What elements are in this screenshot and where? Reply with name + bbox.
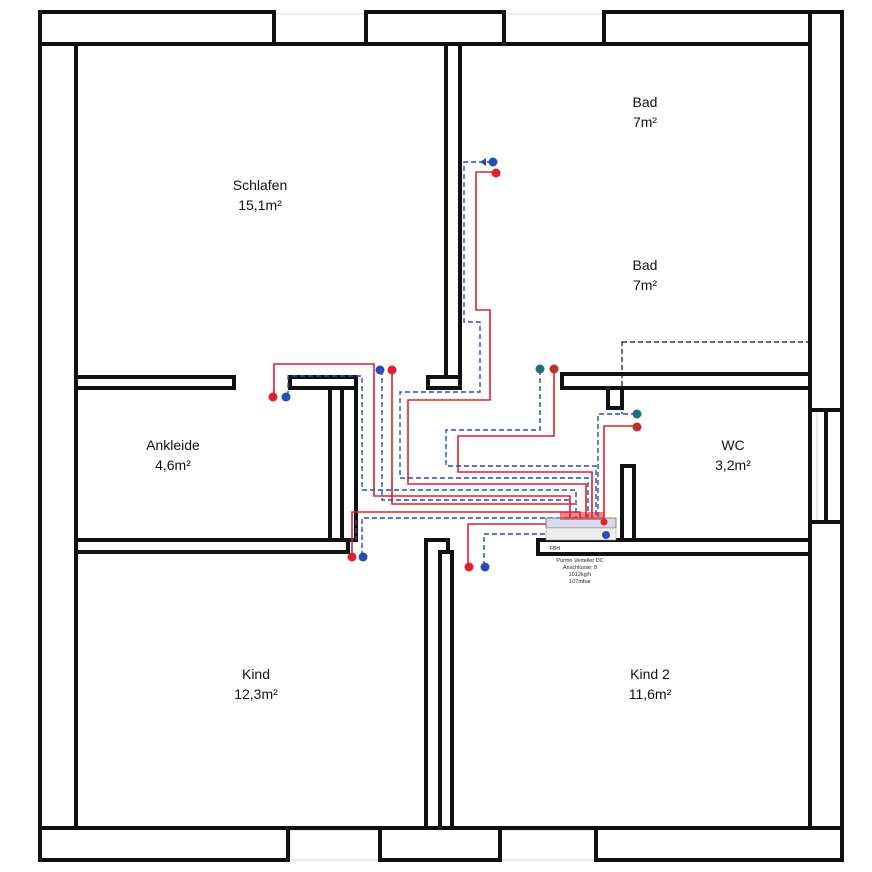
room-area-ankleide: 4,6m² (155, 457, 191, 473)
return-terminal (358, 552, 368, 562)
room-name-bad-top: Bad (633, 94, 658, 110)
manifold-tag: FBH (550, 546, 560, 552)
room-area-wc: 3,2m² (715, 457, 751, 473)
return-pipes (287, 161, 636, 566)
room-area-kind2: 11,6m² (629, 686, 672, 702)
return-terminal (488, 157, 498, 167)
supply-terminal (387, 365, 397, 375)
supply-terminal (600, 518, 608, 526)
teal-terminal (535, 364, 545, 374)
supply-pipes (273, 171, 636, 566)
room-area-schlafen: 15,1m² (238, 197, 282, 213)
room-name-kind: Kind (242, 666, 270, 682)
supply-terminal (464, 562, 474, 572)
return-terminal (281, 392, 291, 402)
room-name-bad-mid: Bad (633, 257, 658, 273)
manifold-pressure: 107mbar (569, 579, 591, 585)
manifold-flow: 1012kg/h (569, 572, 592, 578)
supply-terminal (632, 422, 642, 432)
interior-walls (74, 42, 812, 830)
exterior-walls (38, 10, 844, 862)
supply-terminal (268, 392, 278, 402)
room-name-schlafen: Schlafen (233, 177, 287, 193)
manifold-connections: Anschlüsse: 8 (563, 565, 597, 571)
manifold: FBH Purmo Verteiler DC Anschlüsse: 8 101… (545, 512, 617, 585)
return-terminal (480, 562, 490, 572)
pipe-terminals (268, 157, 642, 572)
room-area-kind: 12,3m² (234, 686, 278, 702)
room-area-bad-top: 7m² (633, 114, 657, 130)
supply-terminal (347, 552, 357, 562)
teal-terminal (632, 409, 642, 419)
room-name-wc: WC (721, 437, 744, 453)
supply-terminal (549, 364, 559, 374)
supply-terminal (491, 168, 501, 178)
room-name-ankleide: Ankleide (146, 437, 200, 453)
room-area-bad-mid: 7m² (633, 277, 657, 293)
manifold-title: Purmo Verteiler DC (556, 558, 603, 564)
room-labels: Schlafen 15,1m² Bad 7m² Bad 7m² Ankleide… (146, 94, 751, 702)
room-name-kind2: Kind 2 (630, 666, 670, 682)
return-terminal (375, 365, 385, 375)
dashed-outlines (621, 341, 811, 414)
return-terminal (602, 531, 610, 539)
